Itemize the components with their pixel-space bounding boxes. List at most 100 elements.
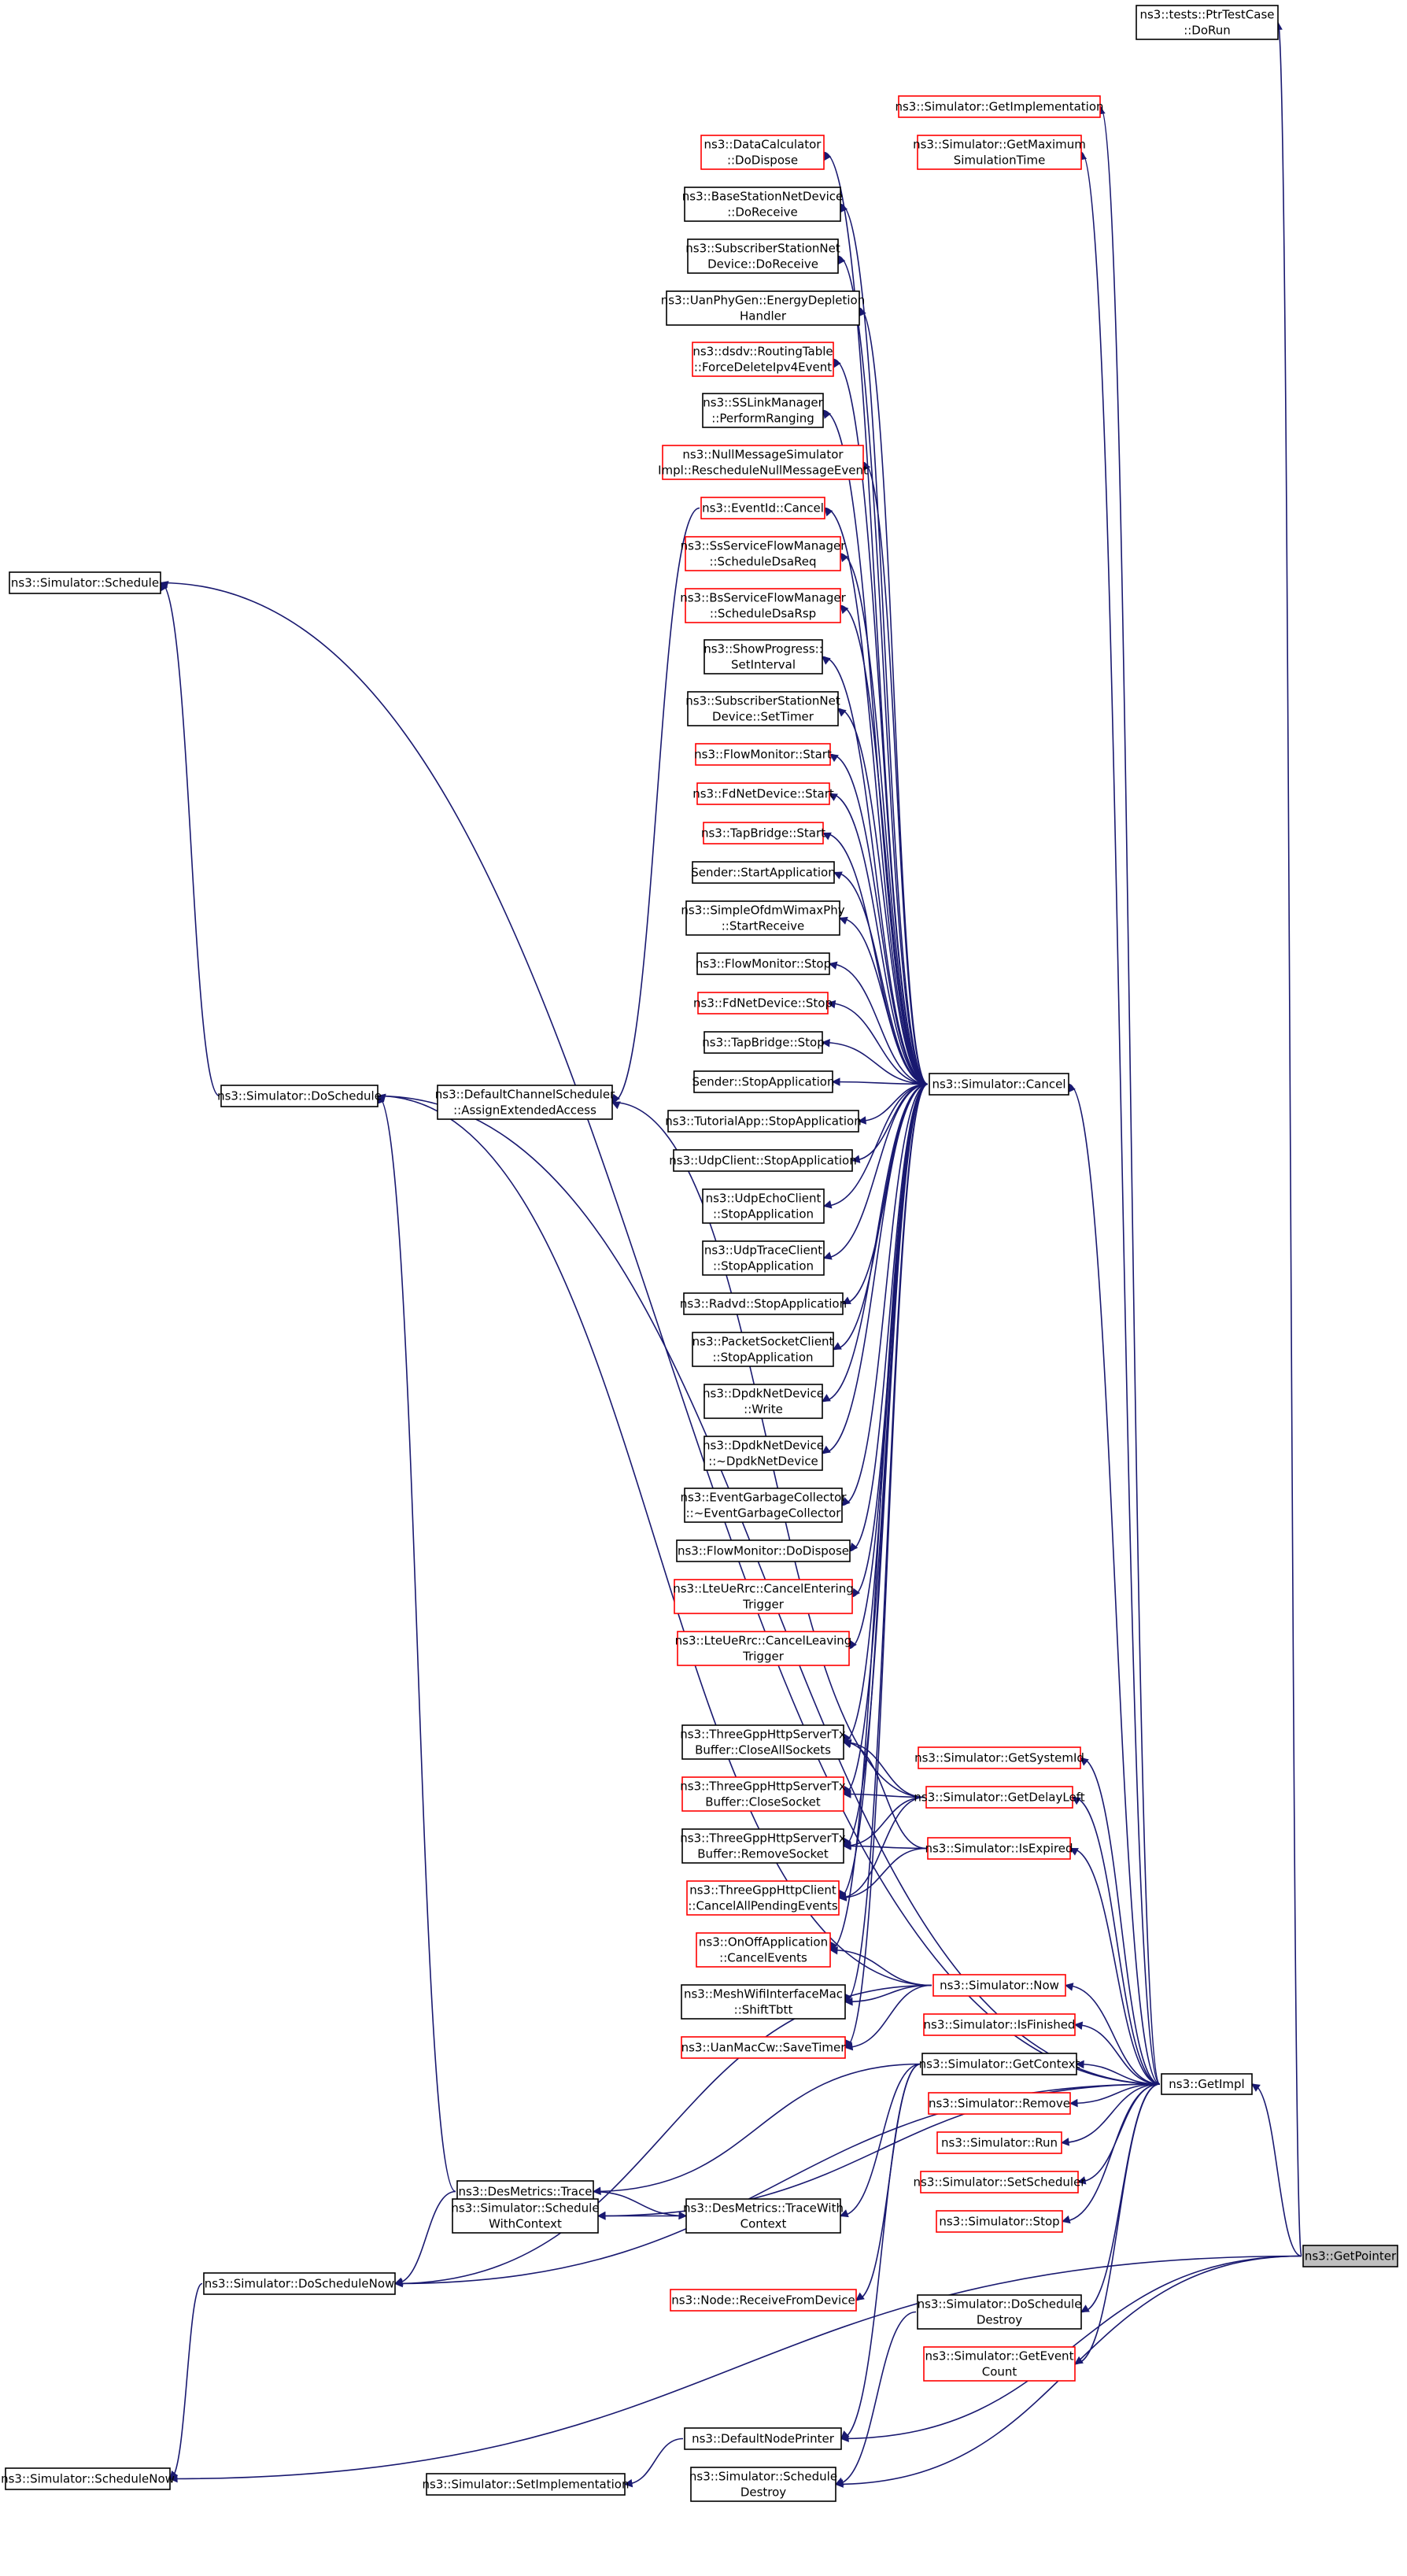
node-event-id-cancel[interactable]: ns3::EventId::Cancel xyxy=(700,497,825,519)
node-event-gc[interactable]: ns3::EventGarbageCollector::~EventGarbag… xyxy=(680,1488,847,1523)
node-tap-start[interactable]: ns3::TapBridge::Start xyxy=(701,822,825,844)
arrowhead xyxy=(842,1790,851,1798)
call-nodes: ns3::GetPointer ns3::tests::PtrTestCase::… xyxy=(1,5,1398,2502)
node-label: Sender::StartApplication xyxy=(691,866,835,880)
node-label: ns3::Simulator::ScheduleNow xyxy=(1,2472,175,2486)
node-get-impl[interactable]: ns3::GetImpl xyxy=(1161,2073,1253,2095)
node-tap-stop[interactable]: ns3::TapBridge::Stop xyxy=(702,1031,825,1054)
node-box xyxy=(927,1837,1071,1860)
node-flow-mon-stop[interactable]: ns3::FlowMonitor::Stop xyxy=(696,952,831,975)
node-default-channel[interactable]: ns3::DefaultChannelScheduler::AssignExte… xyxy=(435,1085,615,1120)
node-sim-get-implementation[interactable]: ns3::Simulator::GetImplementation xyxy=(895,95,1104,118)
node-sim-is-expired[interactable]: ns3::Simulator::IsExpired xyxy=(925,1837,1073,1860)
node-data-calc-dispose[interactable]: ns3::DataCalculator::DoDispose xyxy=(700,135,825,170)
node-tgpp-close-all[interactable]: ns3::ThreeGppHttpServerTxBuffer::CloseAl… xyxy=(680,1724,846,1760)
node-null-message[interactable]: ns3::NullMessageSimulatorImpl::Reschedul… xyxy=(658,445,868,480)
node-uan-save[interactable]: ns3::UanMacCw::SaveTimer xyxy=(681,2036,847,2059)
node-sim-is-finished[interactable]: ns3::Simulator::IsFinished xyxy=(923,2013,1076,2036)
node-label: Handler xyxy=(740,309,787,323)
node-sim-get-delay-left[interactable]: ns3::Simulator::GetDelayLeft xyxy=(914,1786,1085,1809)
node-box xyxy=(696,952,830,975)
node-sim-get-system-id[interactable]: ns3::Simulator::GetSystemId xyxy=(914,1746,1084,1769)
node-on-off-cancel[interactable]: ns3::OnOffApplication::CancelEvents xyxy=(696,1932,831,1968)
node-tgpp-remove-socket[interactable]: ns3::ThreeGppHttpServerTxBuffer::RemoveS… xyxy=(680,1828,846,1864)
arrowhead xyxy=(1080,1757,1089,1766)
node-node-receive[interactable]: ns3::Node::ReceiveFromDevice xyxy=(670,2289,857,2312)
node-sim-do-schedule[interactable]: ns3::Simulator::DoSchedule xyxy=(217,1085,382,1107)
node-label: Impl::RescheduleNullMessageEvent xyxy=(658,464,868,478)
node-sim-schedule-now[interactable]: ns3::Simulator::ScheduleNow xyxy=(1,2467,175,2490)
node-label: ns3::DataCalculator xyxy=(704,138,822,152)
node-sim-now[interactable]: ns3::Simulator::Now xyxy=(932,1974,1066,1997)
node-sim-do-schedule-now[interactable]: ns3::Simulator::DoScheduleNow xyxy=(203,2272,396,2295)
node-tgpp-client-cancel[interactable]: ns3::ThreeGppHttpClient::CancelAllPendin… xyxy=(686,1880,840,1916)
node-packet-socket-stop[interactable]: ns3::PacketSocketClient::StopApplication xyxy=(692,1332,834,1367)
call-edge-line xyxy=(855,2063,921,2301)
node-sim-set-implementation[interactable]: ns3::Simulator::SetImplementation xyxy=(423,2473,630,2496)
node-sim-remove[interactable]: ns3::Simulator::Remove xyxy=(928,2092,1071,2115)
node-box xyxy=(918,1746,1081,1769)
node-flow-mon-dispose[interactable]: ns3::FlowMonitor::DoDispose xyxy=(676,1539,851,1562)
node-mesh-shift[interactable]: ns3::MeshWifiInterfaceMac::ShiftTbtt xyxy=(681,1984,846,2020)
node-sim-stop[interactable]: ns3::Simulator::Stop xyxy=(936,2210,1063,2233)
node-get-pointer[interactable]: ns3::GetPointer xyxy=(1302,2245,1398,2267)
node-udp-echo-stop[interactable]: ns3::UdpEchoClient::StopApplication xyxy=(702,1188,825,1224)
node-label: Destroy xyxy=(977,2313,1022,2327)
node-bs-service-flow[interactable]: ns3::BsServiceFlowManager::ScheduleDsaRs… xyxy=(680,588,847,623)
node-udp-trace-stop[interactable]: ns3::UdpTraceClient::StopApplication xyxy=(702,1240,825,1276)
node-label: ns3::DpdkNetDevice xyxy=(703,1439,824,1453)
call-edge xyxy=(849,1083,929,1552)
node-label: ::~EventGarbageCollector xyxy=(686,1506,842,1521)
node-sender-start[interactable]: Sender::StartApplication xyxy=(691,861,836,884)
node-ssnet-dev-receive[interactable]: ns3::SubscriberStationNetDevice::DoRecei… xyxy=(685,238,840,274)
node-box xyxy=(203,2272,396,2295)
node-box xyxy=(684,1488,843,1523)
node-show-progress[interactable]: ns3::ShowProgress::SetInterval xyxy=(704,639,823,674)
arrowhead xyxy=(1069,2098,1078,2108)
node-sim-run[interactable]: ns3::Simulator::Run xyxy=(936,2131,1062,2154)
node-fd-net-stop[interactable]: ns3::FdNetDevice::Stop xyxy=(693,992,833,1015)
node-sim-schedule[interactable]: ns3::Simulator::Schedule xyxy=(9,571,161,594)
node-box xyxy=(696,782,830,805)
node-radvd-stop[interactable]: ns3::Radvd::StopApplication xyxy=(680,1292,847,1315)
node-tgpp-close-socket[interactable]: ns3::ThreeGppHttpServerTxBuffer::CloseSo… xyxy=(680,1776,846,1812)
node-bsnet-dev-receive[interactable]: ns3::BaseStationNetDevice::DoReceive xyxy=(682,187,843,222)
arrowhead xyxy=(829,793,838,801)
node-dpdk-write[interactable]: ns3::DpdkNetDevice::Write xyxy=(703,1384,824,1419)
node-sim-get-context[interactable]: ns3::Simulator::GetContext xyxy=(919,2053,1080,2075)
node-sslink-manager[interactable]: ns3::SSLinkManager::PerformRanging xyxy=(702,393,824,428)
node-fd-net-start[interactable]: ns3::FdNetDevice::Start xyxy=(692,782,834,805)
node-box xyxy=(681,1724,844,1760)
node-sim-set-scheduler[interactable]: ns3::Simulator::SetScheduler xyxy=(914,2171,1087,2193)
node-sim-cancel[interactable]: ns3::Simulator::Cancel xyxy=(929,1073,1069,1096)
node-ssnet-dev-timer[interactable]: ns3::SubscriberStationNetDevice::SetTime… xyxy=(685,691,840,726)
node-simple-ofdm[interactable]: ns3::SimpleOfdmWimaxPhy::StartReceive xyxy=(681,900,845,936)
call-edge-line xyxy=(824,507,929,1085)
node-default-node-printer[interactable]: ns3::DefaultNodePrinter xyxy=(684,2427,842,2450)
node-sender-stop[interactable]: Sender::StopApplication xyxy=(692,1070,835,1093)
node-dsdv-routing[interactable]: ns3::dsdv::RoutingTable::ForceDeleteIpv4… xyxy=(692,342,834,377)
node-ss-service-flow[interactable]: ns3::SsServiceFlowManager::ScheduleDsaRe… xyxy=(681,536,847,571)
call-edge-line xyxy=(1277,21,1302,2257)
node-ptr-do-run[interactable]: ns3::tests::PtrTestCase::DoRun xyxy=(1136,5,1279,40)
call-edge-line xyxy=(829,1083,929,1951)
node-tutorial-app[interactable]: ns3::TutorialApp::StopApplication xyxy=(665,1110,862,1133)
node-dpdk-dtor[interactable]: ns3::DpdkNetDevice::~DpdkNetDevice xyxy=(703,1436,824,1471)
call-edge xyxy=(828,961,929,1085)
arrowhead xyxy=(844,1997,853,2006)
node-udp-client-stop[interactable]: ns3::UdpClient::StopApplication xyxy=(669,1149,857,1172)
node-flow-mon-start[interactable]: ns3::FlowMonitor::Start xyxy=(694,743,832,766)
node-label: ns3::Simulator::GetImplementation xyxy=(895,100,1103,114)
node-box xyxy=(702,1240,825,1276)
node-box xyxy=(696,1932,831,1968)
node-label: Trigger xyxy=(742,1598,785,1612)
